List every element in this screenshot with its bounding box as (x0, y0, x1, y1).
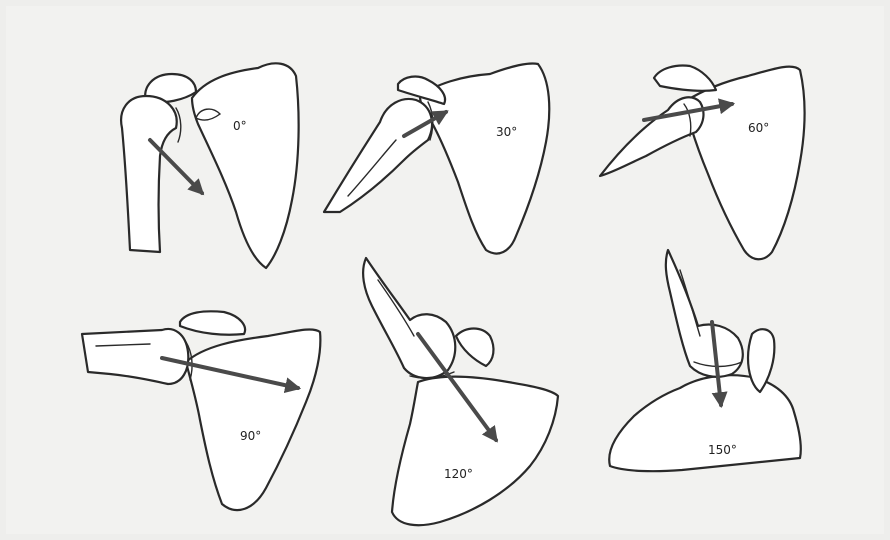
angle-label-90: 90° (240, 429, 261, 443)
angle-label-0: 0° (233, 119, 247, 133)
angle-label-120: 120° (444, 467, 473, 481)
angle-label-60: 60° (748, 121, 769, 135)
angle-label-30: 30° (496, 125, 517, 139)
angle-label-150: 150° (708, 443, 737, 457)
